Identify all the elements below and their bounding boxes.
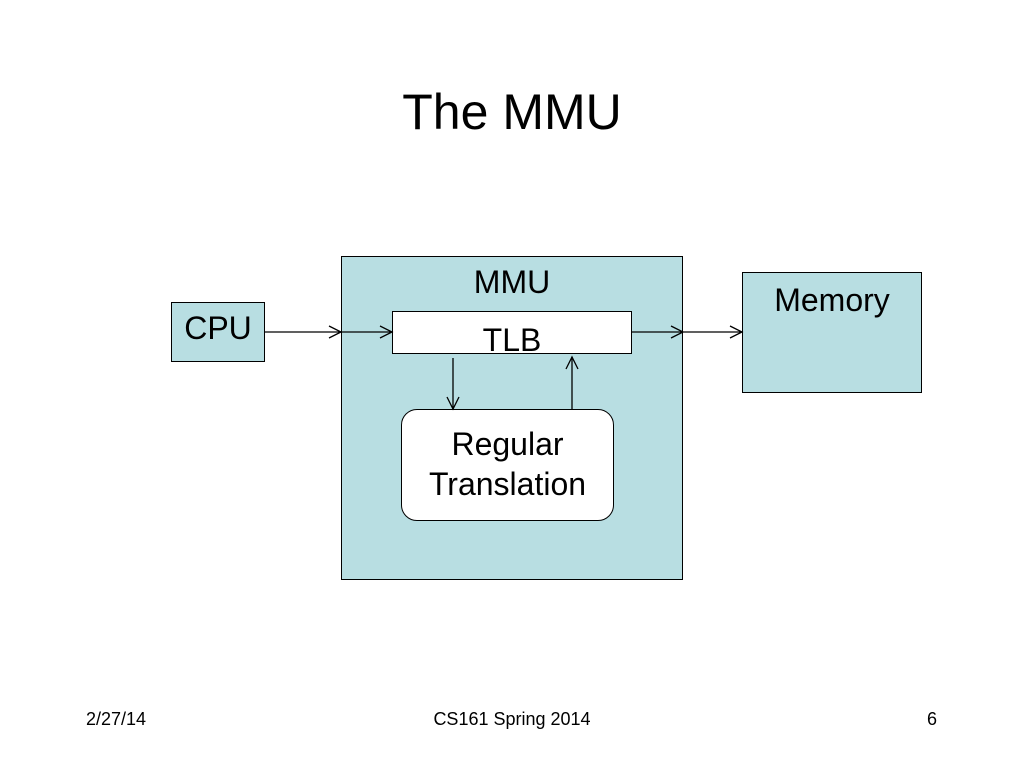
cpu-label: CPU <box>184 310 252 346</box>
mmu-label: MMU <box>473 264 551 300</box>
regular-translation-line1: Regular <box>451 426 564 462</box>
tlb-box <box>392 311 632 354</box>
memory-label: Memory <box>774 282 890 318</box>
arrow-cpu-to-mmu <box>265 325 343 339</box>
footer-date: 2/27/14 <box>86 709 147 729</box>
slide-title: The MMU <box>402 84 622 140</box>
footer-page-number: 6 <box>926 709 937 729</box>
memory-box <box>742 272 922 393</box>
regular-translation-label: Regular Translation <box>401 424 614 504</box>
regular-translation-box <box>401 409 614 521</box>
tlb-label: TLB <box>482 322 542 358</box>
regular-translation-line2: Translation <box>428 466 587 502</box>
footer-course: CS161 Spring 2014 <box>433 709 591 729</box>
arrow-mmu-to-memory <box>683 325 744 339</box>
cpu-box <box>171 302 265 362</box>
